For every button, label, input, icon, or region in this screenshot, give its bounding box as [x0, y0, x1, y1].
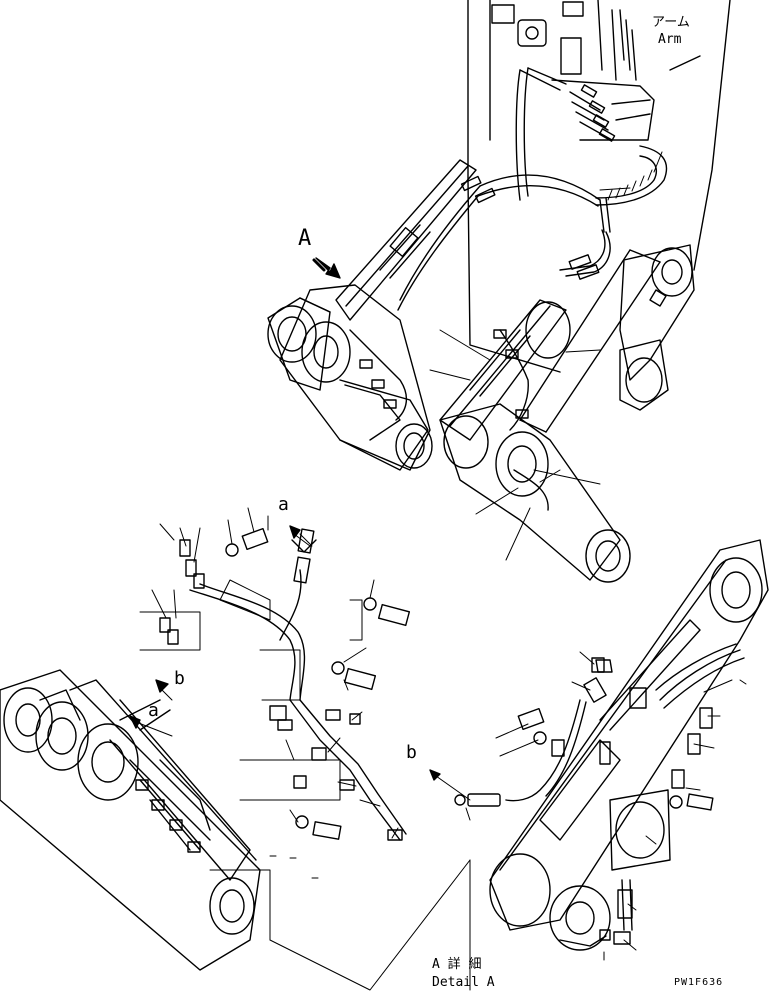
detail-a-fasteners	[269, 597, 411, 840]
detail-label-en: Detail A	[432, 975, 495, 990]
hoses-upper	[397, 174, 611, 311]
hose-clamps-top	[349, 329, 529, 431]
detail-a-assembly	[0, 669, 261, 971]
arm-label-jp: アーム	[652, 15, 690, 30]
marker-b-left: b	[174, 668, 185, 689]
marker-a-top: a	[278, 494, 289, 515]
detail-a-hoses	[159, 527, 407, 841]
arm-end-boss	[619, 244, 695, 411]
boom-arm-left	[279, 159, 477, 471]
marker-a-left: a	[148, 700, 159, 721]
detail-label-jp: A 詳 細	[432, 957, 482, 972]
marker-b-right: b	[406, 742, 417, 763]
leader-lines-top	[429, 187, 631, 561]
hose-bundle-top	[569, 84, 668, 233]
direction-arrow-icon	[129, 525, 471, 801]
boom-arm-right	[439, 299, 631, 583]
view-letter: A	[298, 226, 312, 251]
arm-link	[519, 249, 661, 433]
arm-link-hoses	[454, 657, 714, 951]
arm-label-en: Arm	[658, 32, 682, 47]
view-arrow-icon	[312, 257, 341, 279]
leader-lines-right	[465, 651, 747, 961]
detail-a-frame-lines	[139, 579, 471, 991]
arm-body	[467, 0, 731, 373]
drawing-code: PW1F636	[674, 977, 724, 988]
dash-marks	[269, 855, 319, 879]
arm-link-detail	[489, 539, 769, 931]
leader-lines-detail	[151, 507, 399, 839]
